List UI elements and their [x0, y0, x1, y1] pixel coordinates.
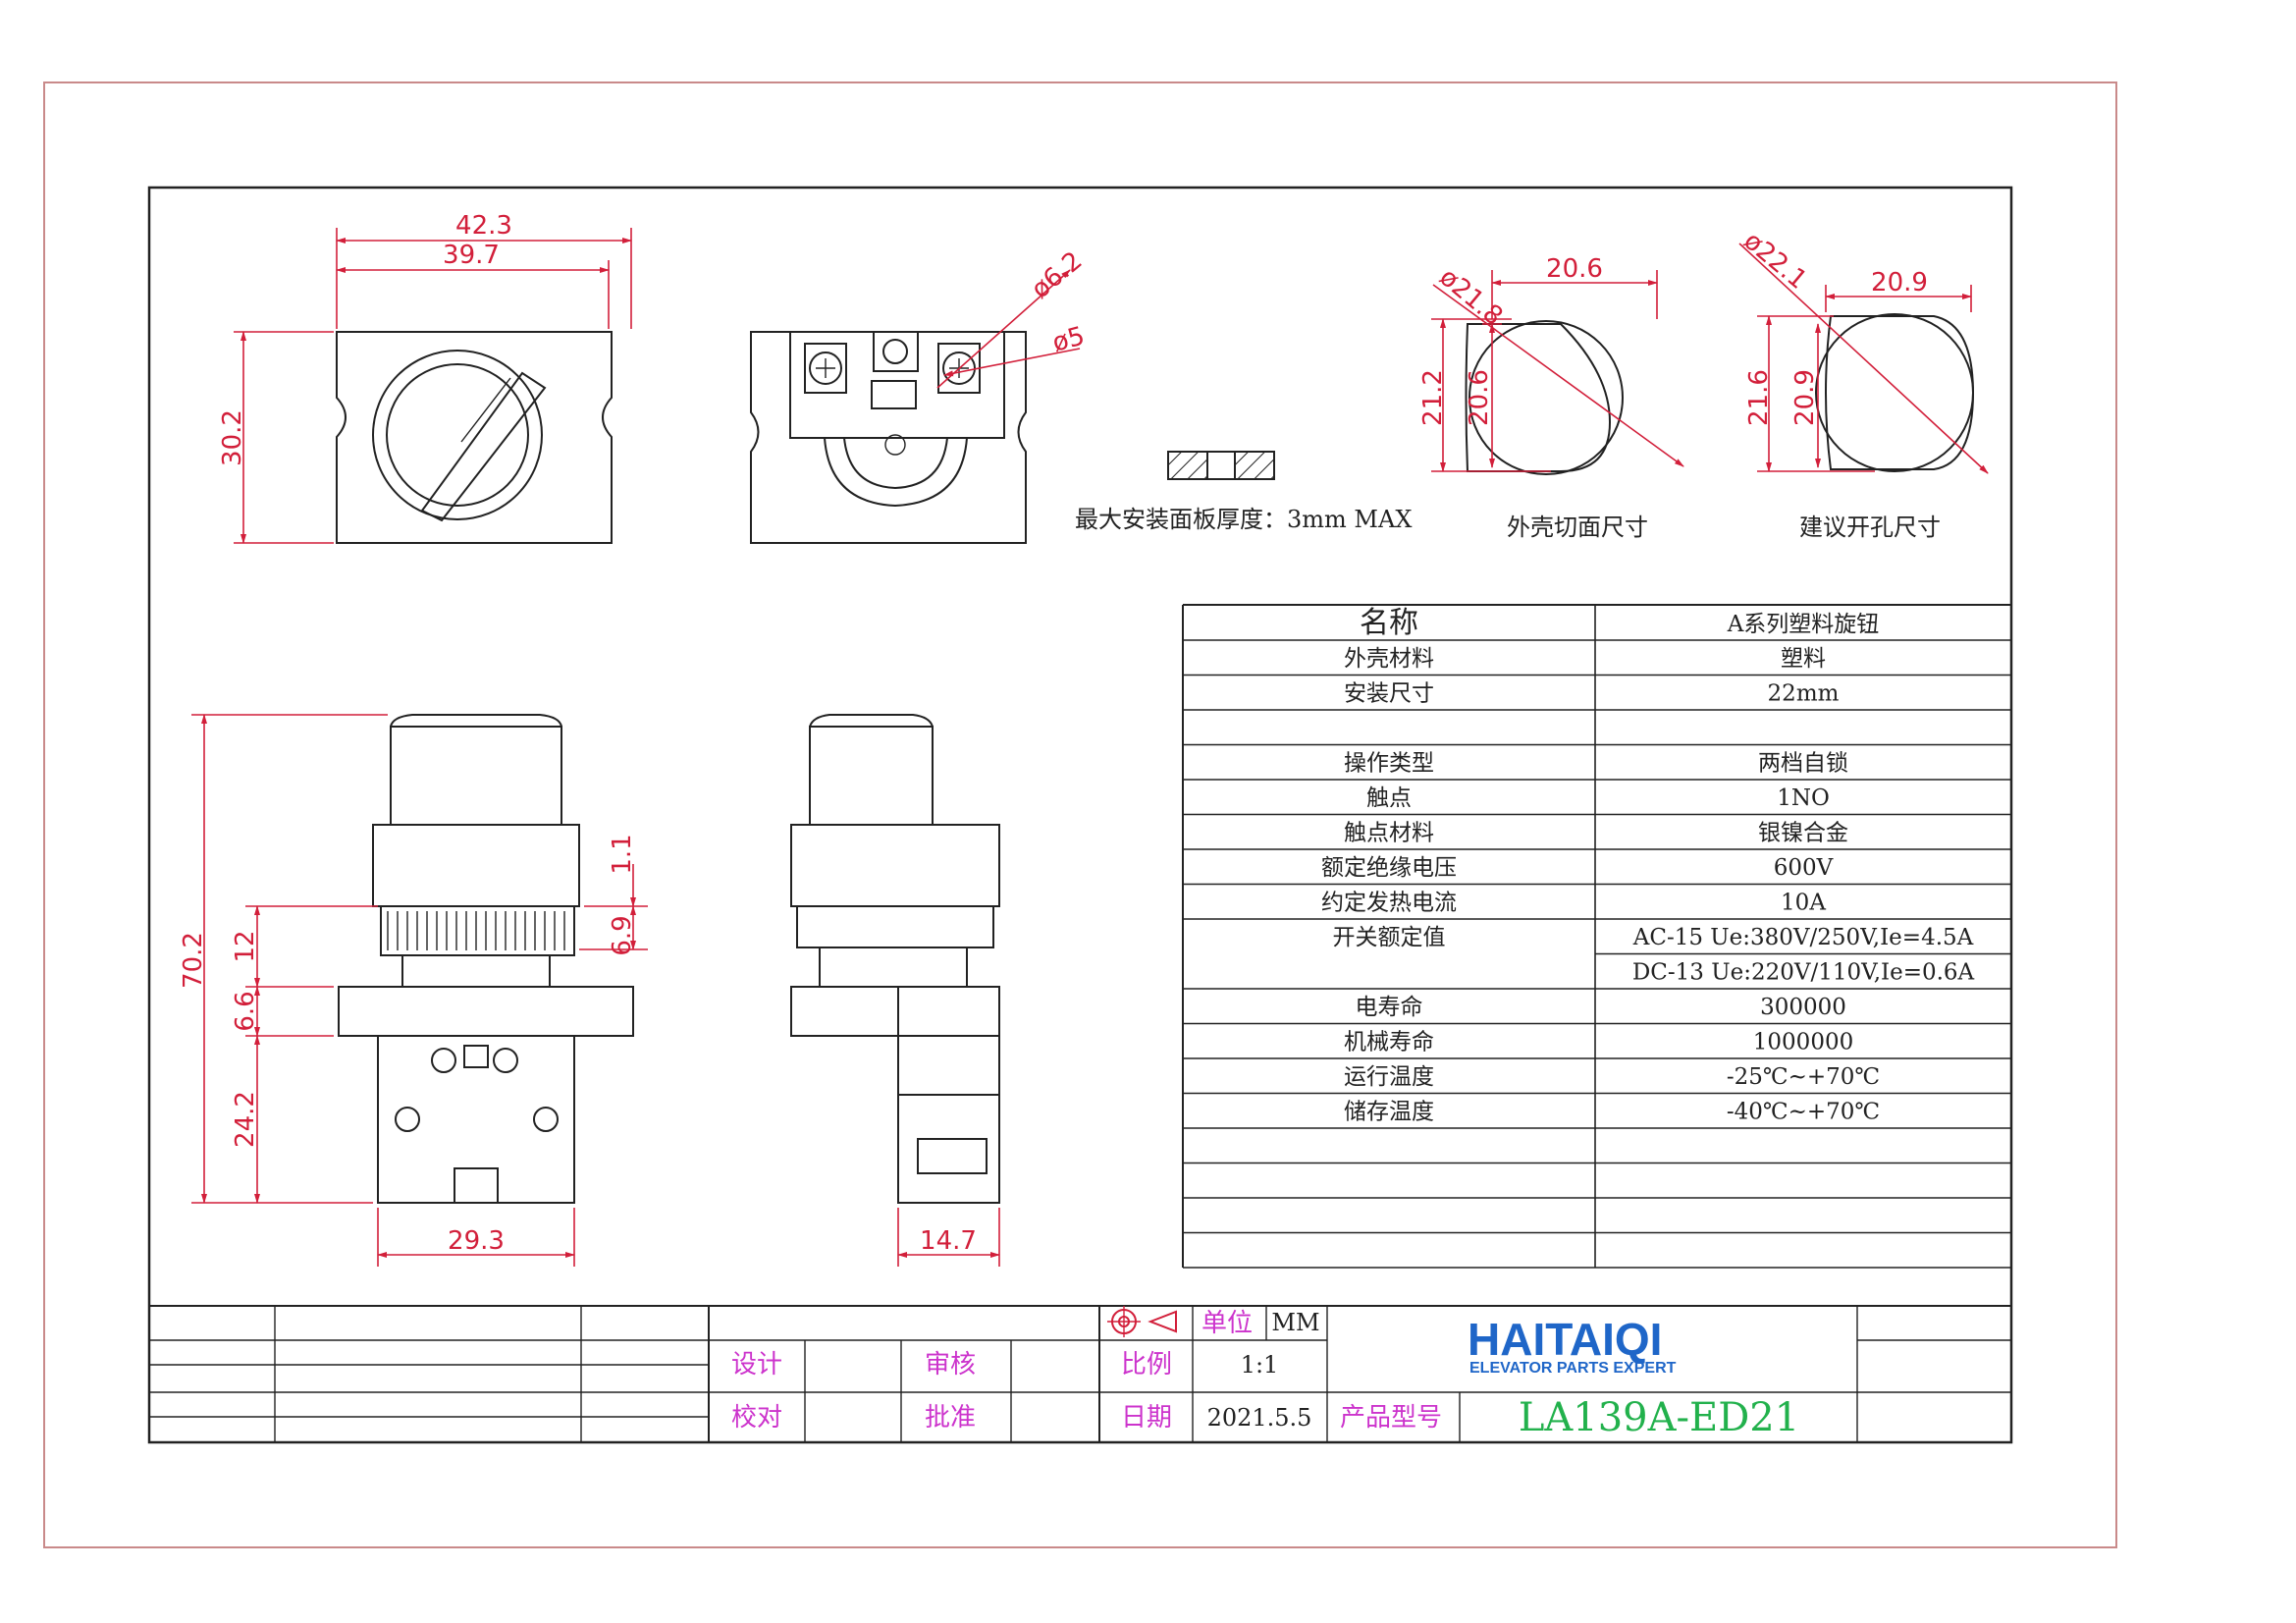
spec-row-value: DC-13 Ue:220V/110V,Ie=0.6A: [1632, 960, 1975, 986]
shell-dimensions: 20.6 ø21.8 21.2 20.6: [1418, 254, 1684, 472]
dim-shell-dia: ø21.8: [1434, 262, 1509, 331]
dim-hole-dia: ø22.1: [1738, 226, 1813, 295]
spec-row-value: 1NO: [1777, 785, 1830, 811]
dim-hole-height-outer: 21.6: [1744, 369, 1774, 426]
model-value: LA139A-ED21: [1519, 1395, 1799, 1440]
spec-row-label: 运行温度: [1344, 1064, 1434, 1090]
design-label: 设计: [731, 1350, 782, 1380]
shell-cut-caption: 外壳切面尺寸: [1507, 514, 1648, 541]
spec-row-label: 额定绝缘电压: [1321, 855, 1457, 881]
review-label: 审核: [925, 1350, 976, 1380]
side-view-dimensions: 70.2 12 6.6 24.2 1.1 6.9 29.3: [179, 714, 648, 1267]
logo-name: HAITAIQI: [1468, 1314, 1662, 1365]
side2-dimensions: 14.7: [897, 1208, 1000, 1267]
dim-shell-height-inner: 20.6: [1465, 369, 1494, 426]
unit-value: MM: [1271, 1309, 1319, 1336]
panel-thickness-symbol: [1167, 451, 1275, 480]
date-label: 日期: [1121, 1403, 1172, 1433]
back-view: [750, 331, 1027, 544]
title-block: [149, 1305, 2011, 1442]
dim-side-12: 12: [231, 930, 260, 962]
dim-side-6-6: 6.6: [231, 991, 260, 1031]
back-dimensions: ø6.2 ø5: [936, 246, 1088, 389]
spec-row-value: -25℃~+70℃: [1727, 1064, 1880, 1090]
dim-screw-dia-outer: ø6.2: [1026, 246, 1088, 305]
scale-value: 1:1: [1241, 1351, 1279, 1379]
spec-row-value: 塑料: [1781, 646, 1826, 672]
spec-row-label: 电寿命: [1356, 995, 1423, 1020]
spec-row-label: 约定发热电流: [1321, 891, 1457, 916]
hole-dimensions: 20.9 ø22.1 21.6 20.9: [1738, 226, 1989, 474]
spec-row-value: 两档自锁: [1758, 751, 1848, 777]
scale-label: 比例: [1121, 1350, 1172, 1380]
spec-row-label: 储存温度: [1344, 1100, 1434, 1125]
logo-tagline: ELEVATOR PARTS EXPERT: [1469, 1360, 1677, 1377]
projection-symbol-icon: [1107, 1306, 1177, 1337]
outer-frame: [43, 81, 2117, 1548]
spec-row-label: 外壳材料: [1344, 646, 1434, 672]
model-label: 产品型号: [1340, 1403, 1442, 1433]
panel-thickness-note: 最大安装面板厚度：3mm MAX: [1075, 506, 1412, 533]
dim-hole-height-inner: 20.9: [1790, 369, 1820, 426]
spec-row-label: 安装尺寸: [1344, 681, 1434, 707]
approve-label: 批准: [925, 1403, 976, 1433]
shell-cut-view: [1465, 320, 1624, 475]
dim-side2-width: 14.7: [920, 1226, 977, 1256]
spec-row-label: 开关额定值: [1333, 925, 1446, 950]
dim-screw-dia-inner: ø5: [1049, 321, 1088, 357]
spec-row-label: 触点: [1366, 785, 1412, 811]
dim-front-height: 30.2: [218, 409, 247, 466]
dim-shell-height-outer: 21.2: [1418, 369, 1448, 426]
spec-header-name: 名称: [1360, 606, 1418, 640]
company-logo: HAITAIQI ELEVATOR PARTS EXPERT: [1468, 1314, 1677, 1377]
side-view-front: [338, 714, 634, 1204]
unit-label: 单位: [1201, 1309, 1253, 1338]
dim-side-6-9: 6.9: [608, 915, 637, 955]
spec-row-label: 触点材料: [1344, 821, 1434, 846]
dim-side-width: 29.3: [448, 1226, 505, 1256]
dim-front-outer-width: 42.3: [455, 211, 512, 241]
dim-side-1-1: 1.1: [608, 834, 637, 874]
side-view-profile: [790, 714, 1000, 1204]
spec-row-value: 22mm: [1768, 681, 1840, 707]
spec-row-value: 10A: [1781, 891, 1826, 916]
spec-row-label: 机械寿命: [1344, 1030, 1434, 1055]
spec-row-label: 操作类型: [1344, 751, 1434, 777]
dim-front-inner-width: 39.7: [443, 241, 500, 270]
spec-row-value: 300000: [1760, 995, 1846, 1020]
date-value: 2021.5.5: [1207, 1404, 1312, 1432]
spec-row-value: 银镍合金: [1758, 821, 1848, 846]
front-view: [336, 331, 613, 544]
spec-row-value: AC-15 Ue:380V/250V,Ie=4.5A: [1632, 925, 1974, 950]
dim-shell-width: 20.6: [1546, 254, 1603, 284]
check-label: 校对: [731, 1403, 782, 1433]
dim-side-total-height: 70.2: [179, 932, 208, 989]
spec-row-value: 1000000: [1753, 1030, 1853, 1055]
hole-size-view: [1815, 313, 1975, 472]
dim-side-24-2: 24.2: [231, 1091, 260, 1148]
hole-size-caption: 建议开孔尺寸: [1799, 514, 1941, 541]
front-dimensions: 42.3 39.7 30.2: [218, 211, 632, 544]
spec-header-value: A系列塑料旋钮: [1727, 612, 1880, 637]
spec-row-value: -40℃~+70℃: [1727, 1100, 1880, 1125]
spec-row-value: 600V: [1774, 855, 1834, 881]
dim-hole-width: 20.9: [1871, 268, 1928, 298]
